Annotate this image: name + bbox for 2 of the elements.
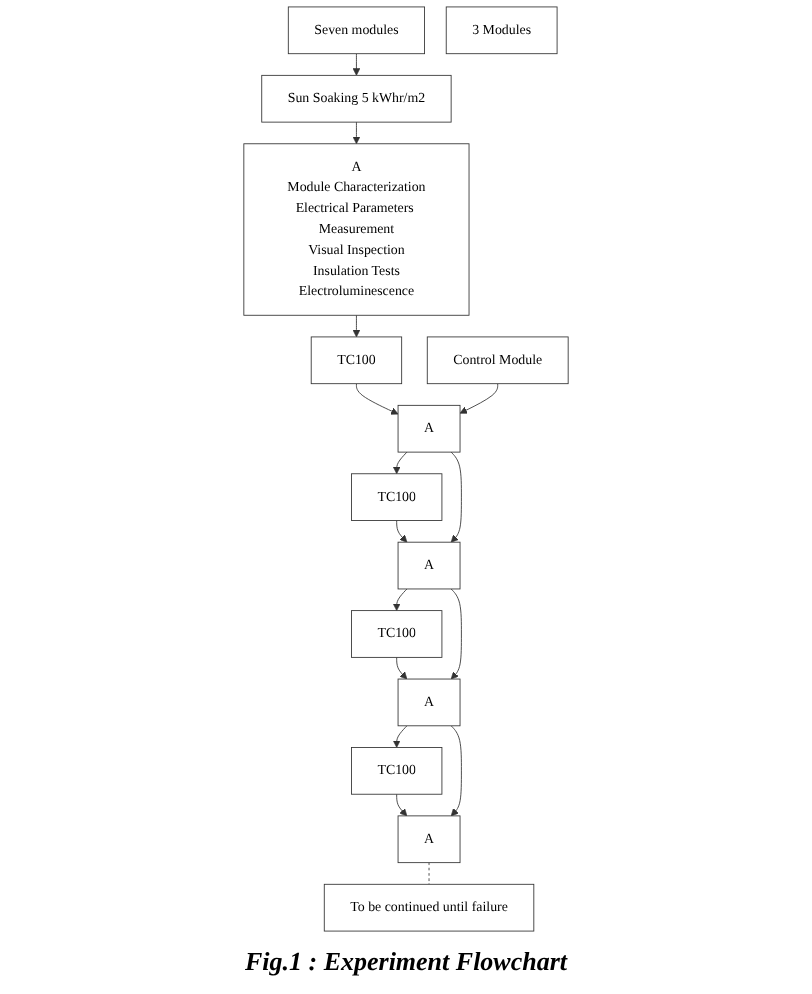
- figure-caption: Fig.1 : Experiment Flowchart: [244, 946, 568, 978]
- connector: [428, 862, 430, 885]
